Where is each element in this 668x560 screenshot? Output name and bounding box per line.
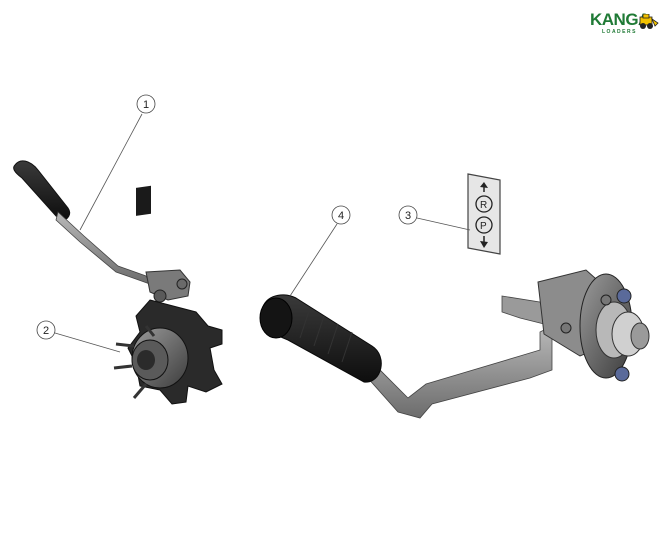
arrow-up-icon bbox=[480, 182, 488, 192]
svg-text:R: R bbox=[480, 200, 487, 211]
logo-wordmark: KANGA bbox=[590, 10, 650, 29]
callout-1-label: 1 bbox=[143, 99, 149, 111]
part-4-large-lever bbox=[259, 269, 650, 419]
part-3-decal: R P bbox=[467, 173, 501, 255]
callout-3-label: 3 bbox=[405, 210, 411, 222]
leader-line-3 bbox=[416, 217, 471, 231]
loader-icon bbox=[639, 14, 659, 29]
leader-line-4 bbox=[289, 223, 338, 297]
callout-2-label: 2 bbox=[43, 325, 49, 337]
p-circle-icon: P bbox=[475, 216, 493, 234]
arrow-down-icon bbox=[480, 236, 488, 248]
callout-2 bbox=[36, 320, 56, 340]
callout-1 bbox=[136, 94, 156, 114]
callouts: 1 2 3 4 bbox=[36, 94, 471, 353]
leader-line-1 bbox=[79, 113, 143, 231]
callout-3 bbox=[398, 205, 418, 225]
callout-4-label: 4 bbox=[338, 210, 344, 222]
logo-subtitle: LOADERS bbox=[602, 29, 637, 35]
kanga-logo: KANGA LOADERS bbox=[590, 10, 660, 36]
callout-4 bbox=[331, 205, 351, 225]
small-decal bbox=[136, 185, 151, 216]
part-1-small-lever bbox=[13, 160, 191, 303]
r-circle-icon: R bbox=[475, 195, 493, 213]
leader-line-2 bbox=[54, 332, 121, 353]
part-2-hub-assembly bbox=[113, 299, 223, 405]
svg-text:P: P bbox=[480, 221, 487, 232]
